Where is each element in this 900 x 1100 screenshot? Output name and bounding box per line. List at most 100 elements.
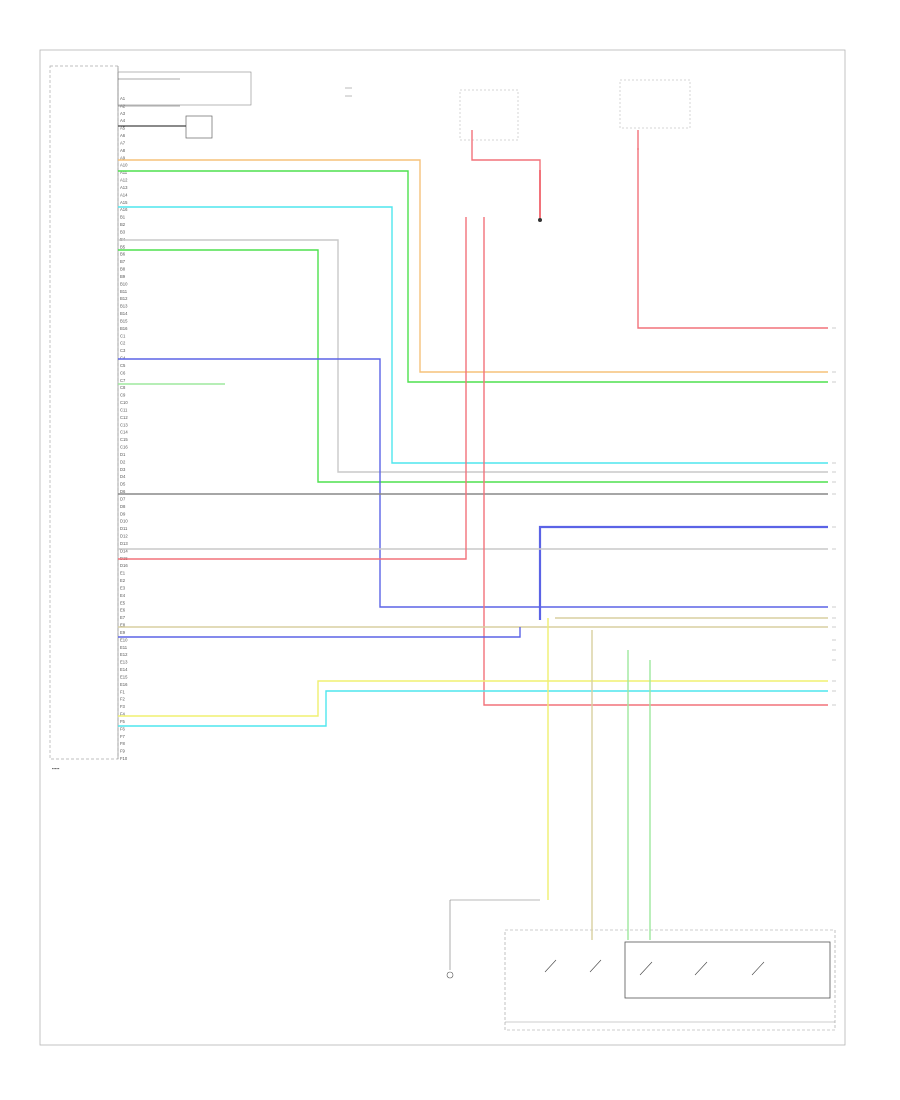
switch-contact-1 [639, 961, 653, 976]
ground-terminal [538, 218, 542, 222]
switch-group-box [504, 929, 836, 1031]
connector-pin-label: A9 [120, 155, 126, 160]
header-box-2 [185, 115, 213, 139]
connector-pin-label: D13 [120, 541, 128, 546]
wire-blue-2 [118, 627, 521, 638]
connector-pin-label: D1 [120, 452, 126, 457]
connector-pin-label: C4 [120, 356, 126, 361]
connector-pin-label: E9 [120, 630, 126, 635]
connector-pin-label: D2 [120, 459, 126, 464]
connector-pin-label: A3 [120, 111, 126, 116]
connector-pin-label: F9 [120, 749, 126, 754]
connector-pin-label: D16 [120, 563, 128, 568]
inner-switch-box [624, 941, 831, 999]
connector-pin-label: F3 [120, 704, 126, 709]
connector-pin-label: E10 [120, 637, 128, 642]
connector-pin-label: A10 [120, 163, 128, 168]
connector-pin-label: A8 [120, 148, 126, 153]
connector-pin-label: A5 [120, 126, 126, 131]
connector-pin-label: A12 [120, 178, 128, 183]
connector-pin-label: C3 [120, 348, 126, 353]
switch-contact-5 [589, 959, 602, 973]
connector-pin-label: B8 [120, 267, 126, 272]
connector-pin-label: D8 [120, 504, 126, 509]
connector-pin-label: F8 [120, 741, 126, 746]
connector-pin-label: D5 [120, 482, 126, 487]
connector-pin-label: E1 [120, 571, 126, 576]
connector-pin-label: C8 [120, 385, 126, 390]
connector-pin-label: E5 [120, 600, 126, 605]
connector-pin-label: E13 [120, 660, 128, 665]
connector-pin-label: F2 [120, 697, 126, 702]
ground-lamp-icon [446, 971, 454, 979]
connector-pin-label: F10 [120, 756, 128, 761]
connector-pin-label: E3 [120, 585, 126, 590]
connector-pin-label: E4 [120, 593, 126, 598]
connector-pin-label: F5 [120, 719, 126, 724]
header-box-1 [117, 71, 252, 106]
connector-pin-label: A13 [120, 185, 128, 190]
switch-contact-4 [544, 959, 557, 973]
connector-pin-label: F7 [120, 734, 126, 739]
connector-pin-label: E6 [120, 608, 126, 613]
connector-pin-column: A1A2A3A4A5A6A7A8A9A10A11A12A13A14A15A16B… [120, 96, 128, 761]
connector-pin-label: C5 [120, 363, 126, 368]
connector-pin-label: B12 [120, 296, 128, 301]
wire-red-bottom [483, 217, 828, 706]
connector-pin-label: D7 [120, 496, 126, 501]
connector-pin-label: B5 [120, 244, 126, 249]
connector-pin-label: B10 [120, 281, 128, 286]
connector-pin-label: C16 [120, 445, 128, 450]
connector-pin-label: A1 [120, 96, 126, 101]
fuse-right-bracket [619, 79, 691, 129]
fuse-box-left [459, 89, 519, 141]
wire-orange [118, 159, 828, 373]
connector-pin-label: A4 [120, 118, 126, 123]
connector-pin-label: A15 [120, 200, 128, 205]
connector-pin-label: C15 [120, 437, 128, 442]
module-header-components [117, 71, 252, 139]
connector-pin-label: A16 [120, 207, 128, 212]
connector-pin-label: B7 [120, 259, 126, 264]
connector-pin-label: C1 [120, 333, 126, 338]
connector-pin-label: E12 [120, 652, 128, 657]
right-connector-ticks [832, 327, 836, 706]
diagram-frame [39, 49, 846, 1046]
connector-pin-label: D10 [120, 519, 128, 524]
wire-green-2 [118, 249, 828, 483]
connector-pin-label: A7 [120, 141, 126, 146]
connector-pin-label: B3 [120, 230, 126, 235]
connector-pin-label: E15 [120, 674, 128, 679]
connector-pin-label: B14 [120, 311, 128, 316]
wire-blue [118, 358, 828, 608]
wire-gray [118, 239, 828, 473]
connector-pin-label: E14 [120, 667, 128, 672]
main-module: ▪▪▪▪▪ [49, 65, 119, 771]
connector-pin-label: B13 [120, 304, 128, 309]
wire-red-right [637, 148, 828, 329]
connector-pin-label: F6 [120, 726, 126, 731]
connector-pin-label: C2 [120, 341, 126, 346]
connector-pin-label: C12 [120, 415, 128, 420]
connector-pin-label: C13 [120, 422, 128, 427]
wire-red [118, 217, 467, 560]
connector-pin-label: D6 [120, 489, 126, 494]
connector-pin-label: E7 [120, 615, 126, 620]
connector-pin-label: D12 [120, 534, 128, 539]
connector-pin-label: E16 [120, 682, 128, 687]
connector-pin-label: A11 [120, 170, 128, 175]
bottom-switch-group [446, 899, 836, 1031]
wire-blue-heavy [538, 525, 828, 620]
connector-pin-label: D9 [120, 511, 126, 516]
connector-pin-label: F1 [120, 689, 126, 694]
connector-pin-label: E8 [120, 623, 126, 628]
connector-pin-label: B1 [120, 215, 126, 220]
connector-pin-label: F4 [120, 712, 126, 717]
connector-pin-label: C10 [120, 400, 128, 405]
connector-pin-label: B9 [120, 274, 126, 279]
switch-contact-2 [694, 961, 708, 976]
wire-red-top [471, 150, 541, 218]
connector-pin-label: B15 [120, 319, 128, 324]
connector-pin-label: B2 [120, 222, 126, 227]
wire-green [118, 170, 828, 383]
